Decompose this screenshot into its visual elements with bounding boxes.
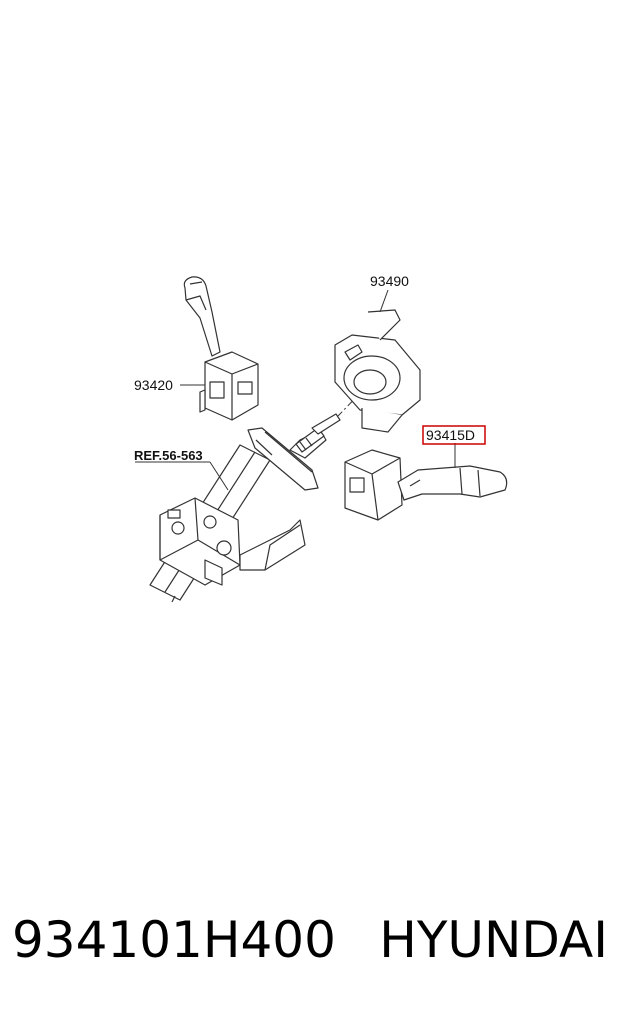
leader-lines [135, 289, 456, 491]
callout-93415d: 93415D [426, 427, 475, 443]
clock-spring [334, 309, 421, 433]
callout-ref: REF.56-563 [134, 448, 203, 463]
brand-name: HYUNDAI [379, 911, 608, 969]
right-stalk-switch [344, 449, 508, 521]
left-stalk-switch [183, 276, 259, 421]
steering-column [149, 413, 341, 603]
callout-93420: 93420 [134, 377, 173, 393]
footer-caption: 934101H400 HYUNDAI [12, 905, 608, 975]
callout-93490: 93490 [370, 273, 409, 289]
part-number: 934101H400 [12, 911, 336, 969]
highlight-box [422, 425, 486, 445]
